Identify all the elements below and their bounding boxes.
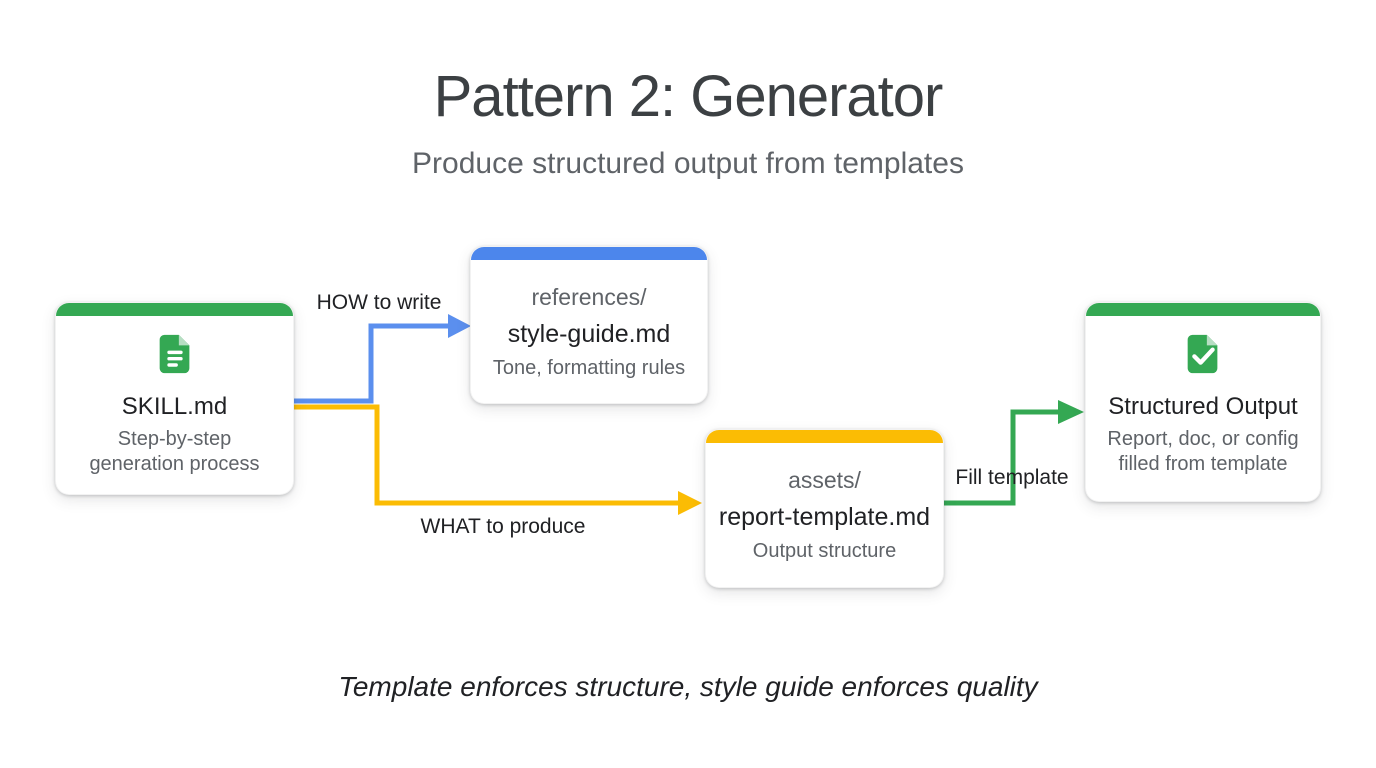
document-icon <box>159 334 189 374</box>
references-folder-label: references/ <box>531 284 647 310</box>
assets-accent-bar <box>706 430 943 443</box>
what-to-produce-arrowhead <box>678 491 702 515</box>
output-node-title: Structured Output <box>1108 393 1298 420</box>
node-style-guide: references/ style-guide.md Tone, formatt… <box>470 246 708 404</box>
output-accent-bar <box>1086 303 1320 316</box>
assets-file-label: report-template.md <box>718 503 931 531</box>
references-file-label: style-guide.md <box>507 320 671 348</box>
skill-node-title: SKILL.md <box>121 393 228 420</box>
slide-subtitle: Produce structured output from templates <box>412 147 964 180</box>
output-node-description: Report, doc, or config filled from templ… <box>1107 428 1299 475</box>
assets-node-description: Output structure <box>752 540 897 562</box>
assets-folder-label: assets/ <box>788 467 861 493</box>
how-to-write-arrow-line <box>293 323 449 404</box>
node-report-template: assets/ report-template.md Output struct… <box>705 429 944 588</box>
references-accent-bar <box>471 247 707 260</box>
document-check-icon <box>1187 334 1218 374</box>
fill-template-arrowhead <box>1058 400 1084 424</box>
skill-accent-bar <box>56 303 293 316</box>
slide-title: Pattern 2: Generator <box>433 64 944 129</box>
what-to-produce-arrow-line <box>293 404 679 506</box>
edge-label-how-to-write: HOW to write <box>316 291 442 314</box>
references-node-description: Tone, formatting rules <box>492 357 686 379</box>
node-skill-md: SKILL.md Step-by-step generation process <box>55 302 294 495</box>
edge-label-fill-template: Fill template <box>955 466 1069 489</box>
slide-caption: Template enforces structure, style guide… <box>338 671 1038 702</box>
how-to-write-arrowhead <box>448 314 471 338</box>
edge-label-what-to-produce: WHAT to produce <box>420 515 586 538</box>
skill-node-description: Step-by-step generation process <box>89 428 260 475</box>
node-structured-output: Structured Output Report, doc, or config… <box>1085 302 1321 502</box>
